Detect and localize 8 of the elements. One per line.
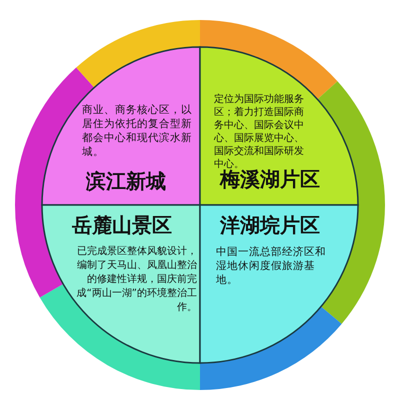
district-title: 洋湖垸片区 xyxy=(220,213,320,237)
district-title: 滨江新城 xyxy=(86,169,166,193)
description-text: 已完成景区整体风貌设计，编制了天马山、凤凰山整治的修建性详规，国庆前完成“两山一湖”的环境整治工作。 xyxy=(76,245,197,315)
description-text: 中国一流总部经济区和湿地休闲度假旅游基地。 xyxy=(216,245,327,287)
district-title: 岳麓山景区 xyxy=(72,213,172,237)
description-text: 定位为国际功能服务区；着力打造国际商务中心、国际会议中心、国际展览中心、国际交流和国际研发中心。 xyxy=(214,93,305,170)
district-title: 梅溪湖片区 xyxy=(220,167,320,191)
description-text: 商业、商务核心区，以居住为依托的复合型新都会中心和现代滨水新城。 xyxy=(82,103,193,159)
